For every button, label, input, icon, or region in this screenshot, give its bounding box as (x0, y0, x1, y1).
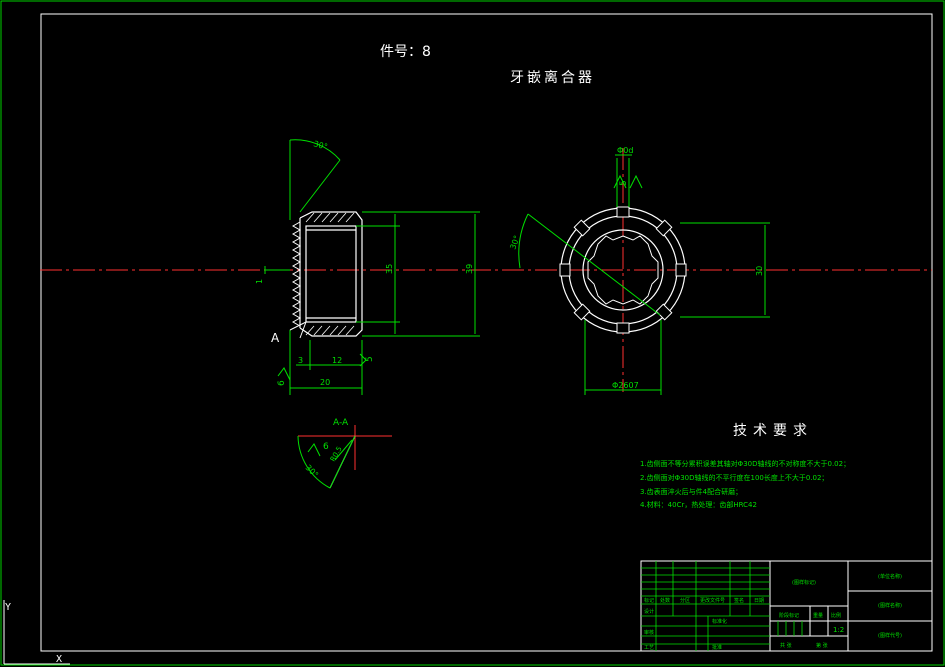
dim-pitch: 1 (255, 279, 264, 284)
tb-label-count: 处数 (660, 597, 670, 604)
tb-sheets: 共 张 (780, 642, 792, 649)
tb-drawing-name: (图样名称) (878, 602, 902, 609)
dim-width-bore: 12 (332, 356, 342, 365)
roughness-top: 5 (619, 180, 629, 186)
tech-note-3: 3.齿表面淬火后与件4配合研磨； (640, 487, 742, 496)
tech-notes: 1.齿侧面不等分累积误差其轴对Φ30D轴线的不对称度不大于0.02； 2.齿侧面… (640, 459, 850, 509)
part-number: 件号：8 (380, 44, 431, 60)
section-aa-detail (297, 425, 392, 489)
ucs-icon (3, 600, 70, 665)
clutch-teeth (291, 221, 302, 327)
tb-std: 标准化 (712, 618, 727, 625)
dim-chamfer-angle: 30° (312, 139, 328, 151)
tb-scale-value: 1:2 (833, 626, 844, 634)
tb-design: 设计 (644, 608, 654, 615)
dim-top-label: Φ0d (617, 146, 633, 155)
tech-note-2: 2.齿侧面对Φ30D轴线的不平行度在100长度上不大于0.02； (640, 473, 828, 482)
tb-scale: 比例 (831, 612, 841, 619)
inner-frame (40, 13, 933, 652)
section-letter: A (271, 331, 280, 345)
ucs-y-label: Y (5, 602, 11, 613)
tb-craft: 工艺 (644, 645, 654, 651)
title-block (640, 560, 933, 652)
tb-label-change-doc: 更改文件号 (700, 597, 725, 604)
dim-tooth-angle: 30° (508, 234, 521, 250)
dim-offset: 3 (298, 356, 303, 365)
roughness-side: 6 (277, 380, 287, 386)
tb-company: (单位名称) (878, 573, 902, 580)
dim-outer-dia: 39 (465, 264, 474, 274)
tb-mark-col: (图样标记) (792, 579, 816, 586)
tb-label-date: 日期 (754, 598, 764, 604)
ucs-x-label: X (56, 654, 62, 665)
left-section-view (264, 139, 480, 395)
tech-title: 技术要求 (733, 423, 813, 439)
tb-check: 审核 (644, 629, 654, 636)
tb-sheet: 第 张 (816, 642, 828, 649)
section-radius: R0.5 (329, 445, 344, 463)
tb-label-zone: 分区 (680, 597, 690, 604)
tb-label-mark: 标记 (644, 597, 654, 604)
dim-inner-dia: 35 (385, 264, 394, 274)
title-block-grid (641, 561, 803, 651)
tb-drawing-no: (图样代号) (878, 632, 902, 639)
tb-label-sign: 签名 (734, 597, 744, 604)
part-name: 牙嵌离合器 (510, 69, 595, 86)
right-end-view (518, 148, 770, 395)
tech-note-1: 1.齿侧面不等分累积误差其轴对Φ30D轴线的不对称度不大于0.02； (640, 459, 850, 468)
dim-width-total: 20 (320, 378, 330, 387)
tb-weight: 重量 (813, 612, 823, 619)
tech-note-4: 4.材料：40Cr，热处理：齿部HRC42 (640, 500, 757, 509)
tb-approve: 批准 (712, 644, 722, 651)
tb-stage: 阶段标记 (779, 612, 799, 619)
section-label: A-A (333, 418, 349, 428)
roughness-face: 5 (365, 356, 375, 362)
dim-right-dia: 30 (755, 266, 764, 276)
section-roughness: 6 (323, 442, 329, 452)
dim-pcd: Φ2607 (612, 381, 639, 390)
